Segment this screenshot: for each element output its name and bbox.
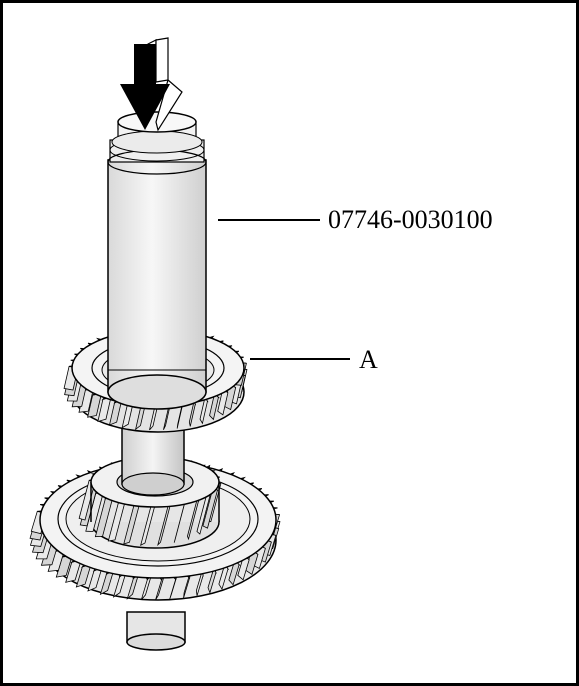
down-arrow-icon bbox=[120, 37, 183, 132]
tool-number-label: 07746-0030100 bbox=[328, 205, 493, 234]
shaft-middle-segment bbox=[121, 427, 185, 496]
small-helical-gear bbox=[78, 456, 222, 549]
part-a-label: A bbox=[359, 345, 378, 374]
shaft-bottom-stub bbox=[126, 611, 186, 651]
driver-tool-shaft bbox=[107, 111, 207, 410]
